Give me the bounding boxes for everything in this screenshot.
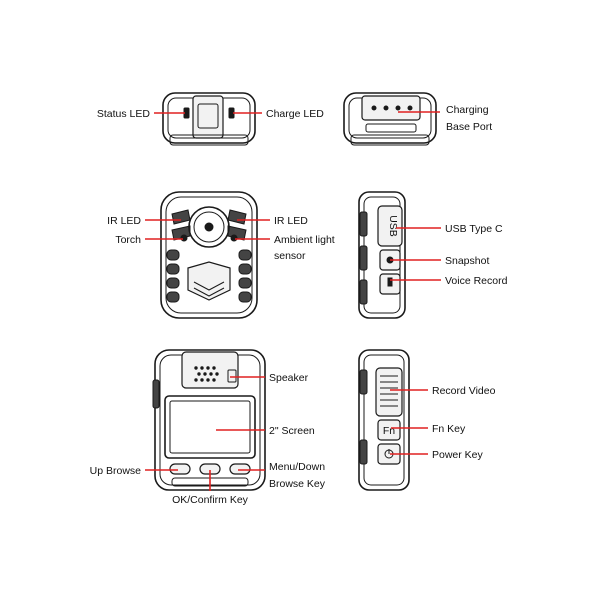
left-grip — [166, 249, 180, 303]
label-ambient-line2: sensor — [274, 250, 306, 262]
bottom-view-device — [343, 92, 437, 146]
ambient-light-sensor — [230, 234, 238, 242]
label-record-video: Record Video — [432, 385, 496, 397]
usb-type-c-port — [377, 205, 403, 247]
top-view-device — [162, 92, 256, 146]
record-video-button — [375, 367, 403, 417]
label-status-led: Status LED — [97, 108, 151, 120]
label-ir-led-left: IR LED — [107, 215, 141, 227]
charging-base-port — [361, 95, 421, 121]
label-menu-down-line2: Browse Key — [269, 478, 326, 490]
usb-port-mark: USB — [387, 215, 399, 237]
label-fn-key: Fn Key — [432, 423, 466, 435]
label-ambient-line1: Ambient light — [274, 234, 335, 246]
label-menu-down-line1: Menu/Down — [269, 461, 325, 473]
label-screen: 2" Screen — [269, 425, 315, 437]
leader-lines — [145, 111, 441, 491]
label-charging-base-port-line1: Charging — [446, 104, 489, 116]
label-charging-base-port-line2: Base Port — [446, 121, 492, 133]
label-snapshot: Snapshot — [445, 255, 489, 267]
label-power-key: Power Key — [432, 449, 484, 461]
label-voice-record: Voice Record — [445, 275, 508, 287]
torch — [180, 234, 188, 242]
fn-key-mark: Fn — [383, 425, 395, 437]
label-ok-confirm: OK/Confirm Key — [172, 494, 249, 506]
side-view-record-device: Fn — [358, 349, 410, 491]
menu-down-button — [229, 463, 251, 475]
label-torch: Torch — [115, 234, 141, 246]
speaker-grille — [194, 366, 219, 382]
record-ridges — [380, 375, 398, 407]
label-usb-type-c: USB Type C — [445, 223, 503, 235]
screen — [164, 395, 256, 459]
label-ir-led-right: IR LED — [274, 215, 308, 227]
back-view-device — [152, 349, 266, 491]
fn-key-button — [377, 419, 401, 441]
camera-lens — [188, 206, 230, 248]
label-charge-led: Charge LED — [266, 108, 324, 120]
label-up-browse: Up Browse — [90, 465, 142, 477]
up-browse-button — [169, 463, 191, 475]
side-view-usb-device: USB — [358, 191, 406, 319]
right-grip — [238, 249, 252, 303]
front-view-device — [160, 191, 258, 319]
label-speaker: Speaker — [269, 372, 309, 384]
